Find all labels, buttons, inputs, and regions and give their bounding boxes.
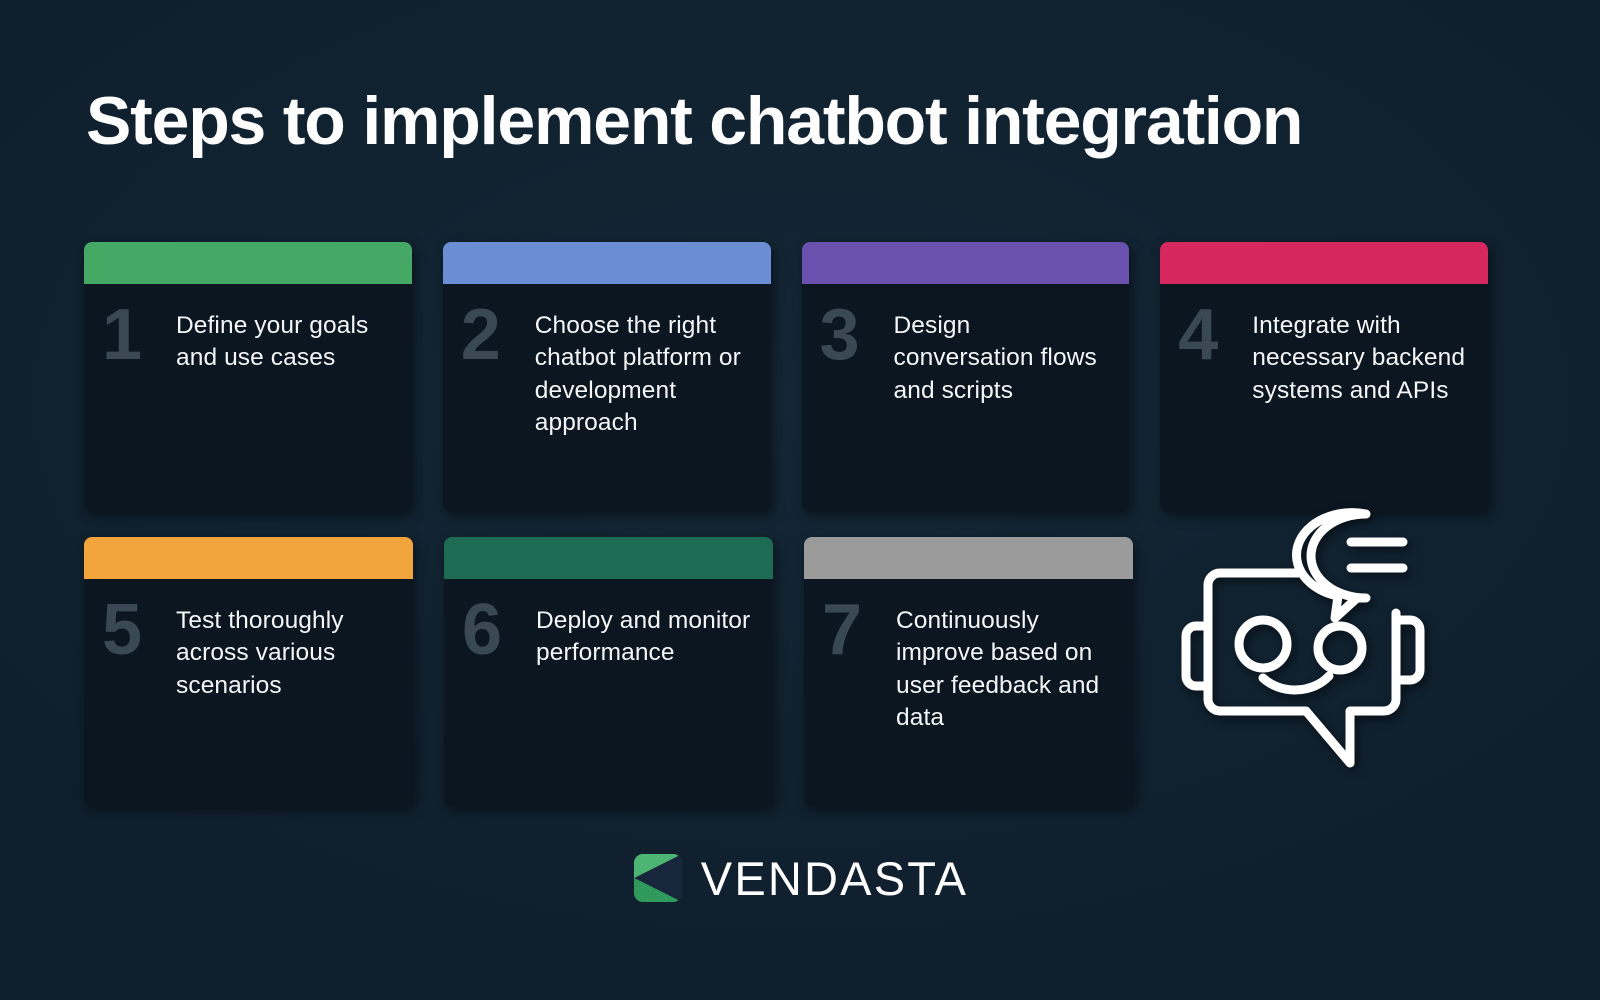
step-card-7[interactable]: 7 Continuously improve based on user fee… [804,537,1133,807]
step-card-3[interactable]: 3 Design conversation flows and scripts [801,242,1130,512]
step-text-5: Test thoroughly across various scenarios [176,607,344,699]
page-title: Steps to implement chatbot integration [86,83,1303,159]
step-card-5[interactable]: 5 Test thoroughly across various scenari… [84,537,413,807]
step-text-4: Integrate with necessary backend systems… [1252,312,1466,404]
footer-branding: VENDASTA [0,852,1600,904]
step-text-1: Define your goals and use cases [176,312,369,372]
step-card-body-7: 7 Continuously improve based on user fee… [804,579,1133,807]
vendasta-wordmark: VENDASTA [700,851,969,905]
speech-bubble-face-icon [1203,568,1401,768]
step-card-body-4: 4 Integrate with necessary backend syste… [1160,284,1488,512]
vendasta-logo-mark-icon [633,854,682,902]
step-card-header-1 [84,242,412,284]
eye-right-icon [1313,621,1367,675]
step-number-6: 6 [462,590,502,670]
step-text-2: Choose the right chatbot platform or dev… [534,312,741,436]
step-card-header-6 [444,537,773,579]
step-number-4: 4 [1178,295,1218,375]
step-card-6[interactable]: 6 Deploy and monitor performance [444,537,773,807]
step-card-body-3: 3 Design conversation flows and scripts [801,284,1130,512]
step-card-body-5: 5 Test thoroughly across various scenari… [84,579,413,807]
message-bubble-icon [1292,508,1371,623]
step-card-body-6: 6 Deploy and monitor performance [444,579,773,807]
step-card-header-5 [84,537,413,579]
steps-grid: 1 Define your goals and use cases 2 Choo… [84,242,1488,807]
steps-row-2: 5 Test thoroughly across various scenari… [84,537,1488,807]
step-card-body-2: 2 Choose the right chatbot platform or d… [442,284,771,512]
step-text-3: Design conversation flows and scripts [893,312,1097,404]
step-number-3: 3 [819,295,860,375]
step-card-header-7 [804,537,1133,579]
step-text-6: Deploy and monitor performance [536,607,751,667]
ear-left-icon [1181,621,1213,691]
step-number-7: 7 [822,590,862,670]
step-card-body-1: 1 Define your goals and use cases [84,284,412,512]
smile-icon [1258,671,1334,695]
step-number-5: 5 [102,590,142,670]
step-number-1: 1 [102,295,142,375]
step-card-header-2 [442,242,771,284]
step-card-header-4 [1160,242,1488,284]
chatbot-robot-icon [1181,508,1425,768]
step-number-2: 2 [460,295,501,375]
step-text-7: Continuously improve based on user feedb… [896,607,1100,731]
step-card-1[interactable]: 1 Define your goals and use cases [84,242,412,512]
step-card-header-3 [801,242,1130,284]
eye-left-icon [1234,615,1292,673]
step-card-4[interactable]: 4 Integrate with necessary backend syste… [1160,242,1488,512]
steps-row-1: 1 Define your goals and use cases 2 Choo… [84,242,1488,512]
step-card-2[interactable]: 2 Choose the right chatbot platform or d… [442,242,771,512]
ear-right-icon [1391,615,1425,685]
